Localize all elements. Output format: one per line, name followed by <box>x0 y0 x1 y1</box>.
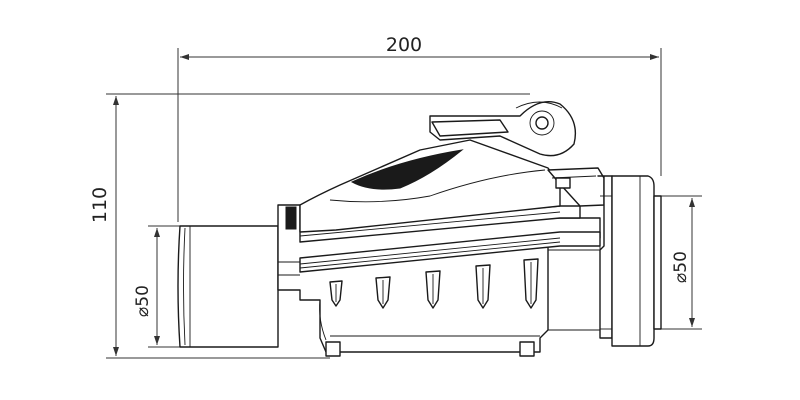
mounting-feet <box>325 341 535 357</box>
dimension-right-diameter: ⌀50 <box>655 195 702 330</box>
lever-handle <box>429 101 577 157</box>
dimension-overall-height: 110 <box>89 93 530 359</box>
hinge-pin-icon <box>535 116 549 130</box>
valve-body <box>177 101 662 357</box>
left-diameter-label: ⌀50 <box>133 285 153 317</box>
overall-length-label: 200 <box>386 34 422 56</box>
outlet-pipe-right <box>548 175 662 347</box>
overall-height-label: 110 <box>89 187 111 223</box>
inlet-pipe-left <box>177 225 279 348</box>
right-diameter-label: ⌀50 <box>671 251 691 283</box>
valve-lid <box>285 139 561 233</box>
upper-rail <box>299 205 601 273</box>
dimension-overall-length: 200 <box>177 34 662 222</box>
grille-fins <box>329 258 539 309</box>
